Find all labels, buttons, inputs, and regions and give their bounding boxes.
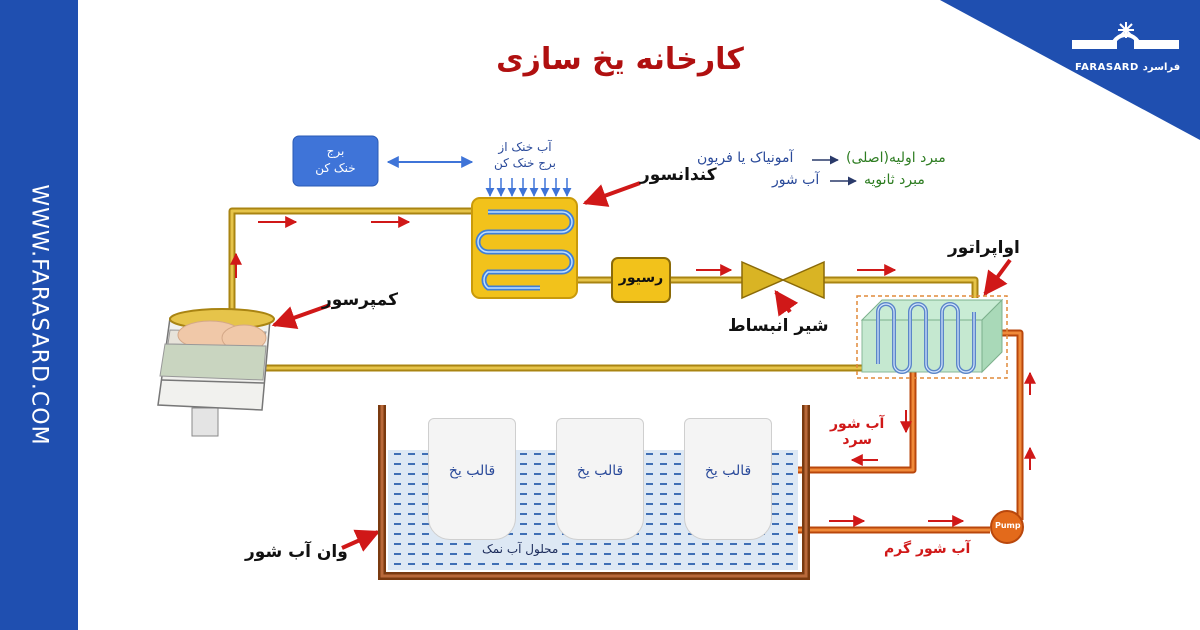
cooling-water-label: آب خنک از برج خنک کن <box>494 140 556 170</box>
legend-value-2: آب شور <box>772 172 820 188</box>
legend-label-2: مبرد ثانویه <box>864 172 925 188</box>
expansion-valve-label: شیر انبساط <box>728 316 829 336</box>
receiver-unit <box>611 257 671 303</box>
evaporator-unit <box>860 298 1004 374</box>
logo-icon[interactable] <box>1072 20 1182 62</box>
sidebar <box>0 0 78 630</box>
compressor-label: کمپرسور <box>322 290 398 310</box>
compressor-unit <box>157 308 275 437</box>
evaporator-label: اواپراتور <box>948 238 1020 258</box>
legend-label-1: مبرد اولیه(اصلی) <box>846 150 946 166</box>
flow-arrows <box>230 216 1036 527</box>
expansion-valve <box>741 260 825 300</box>
hot-brine-label: آب شور گرم <box>884 541 971 557</box>
ice-mold-label: قالب یخ <box>704 463 752 479</box>
pump-label: Pump <box>995 521 1021 530</box>
pointer-arrows <box>271 181 1012 552</box>
brine-solution-label: محلول آب نمک <box>478 542 563 556</box>
cooling-water-arrows <box>485 178 572 197</box>
brine-tank-label: وان آب شور <box>245 542 348 562</box>
legend-value-1: آمونیاک یا فریون <box>697 150 794 166</box>
logo-text: FARASARD فراسرد <box>1075 62 1181 73</box>
condenser-label: کندانسور <box>640 165 717 185</box>
corner-decoration <box>940 0 1200 140</box>
evaporator-frame <box>856 295 1008 379</box>
cooling-tower <box>292 135 379 187</box>
pump <box>990 510 1024 544</box>
ice-mold-2: قالب یخ <box>556 418 644 540</box>
ice-mold-1: قالب یخ <box>428 418 516 540</box>
legend-arrows <box>812 155 857 186</box>
cooling-tower-label: برج خنک کن <box>315 144 356 175</box>
receiver-label: رسیور <box>618 270 664 286</box>
ice-mold-3: قالب یخ <box>684 418 772 540</box>
page-title: کارخانه یخ سازی <box>496 42 744 77</box>
ice-mold-label: قالب یخ <box>448 463 496 479</box>
cold-brine-label: آب شور سرد <box>830 416 885 448</box>
ice-mold-label: قالب یخ <box>576 463 624 479</box>
